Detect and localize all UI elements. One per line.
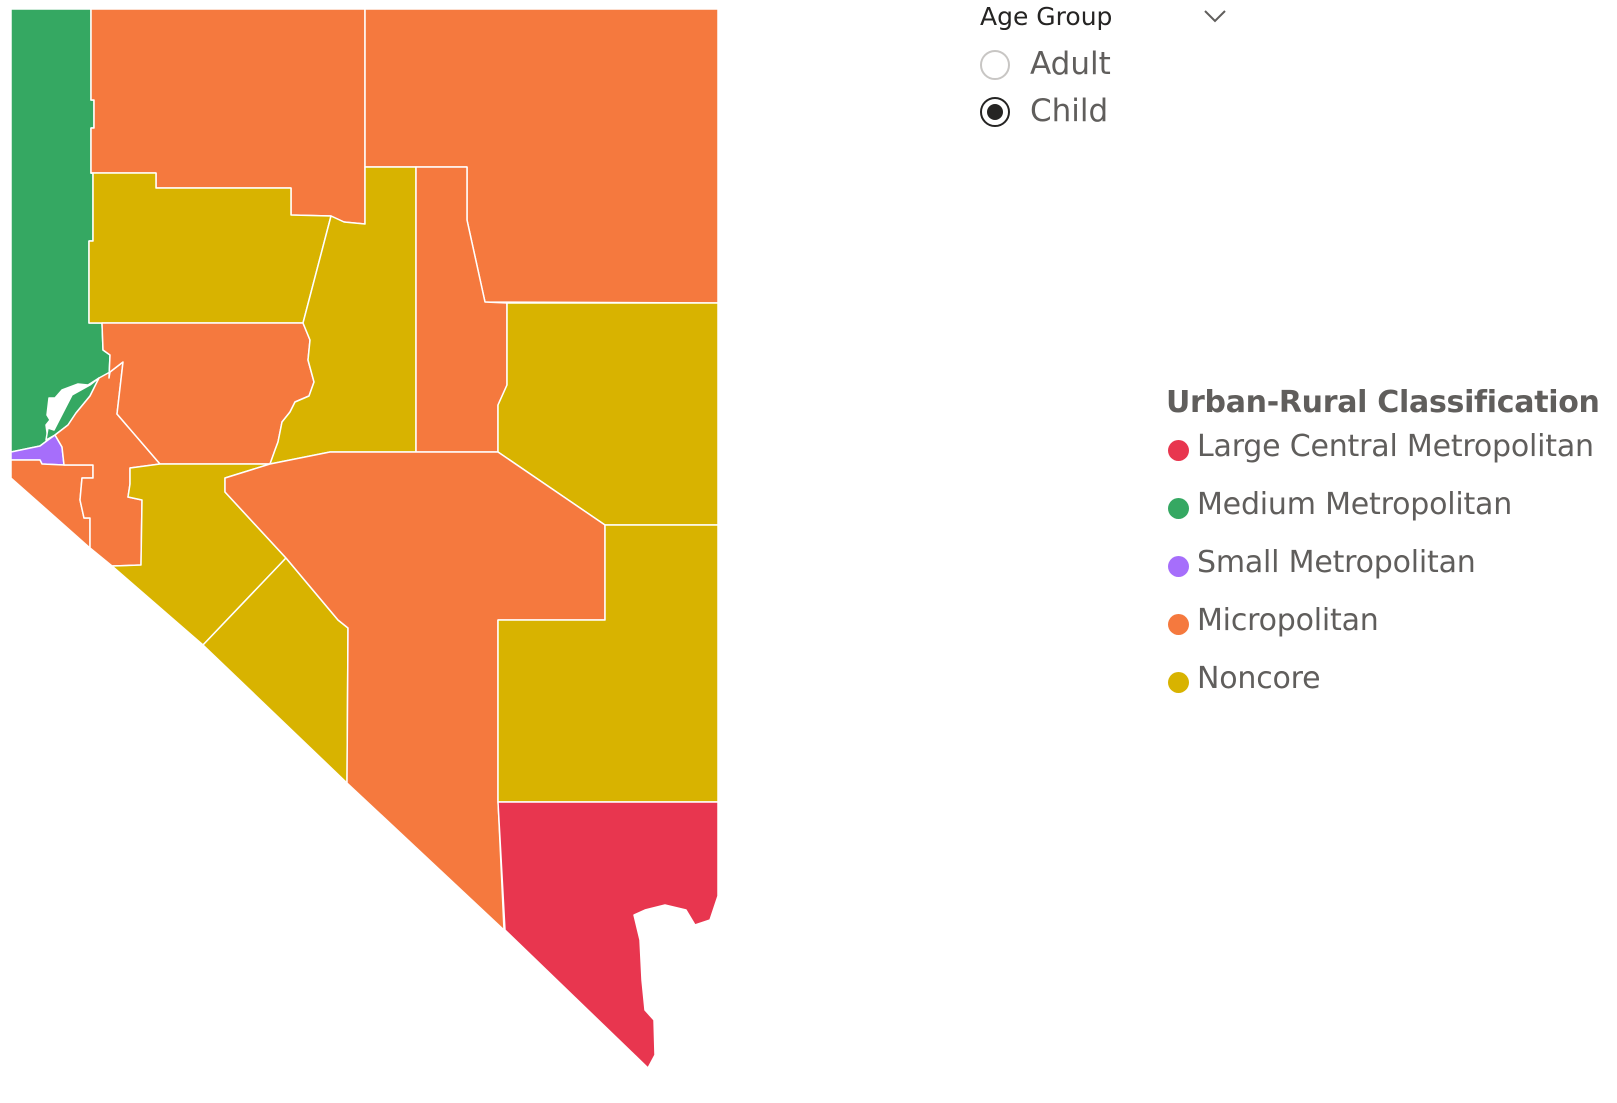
legend-item-label: Micropolitan [1197,603,1379,638]
chevron-down-icon[interactable] [1203,8,1227,24]
legend-color-dot [1168,498,1189,519]
nevada-county-map [10,8,719,1069]
legend-color-dot [1168,556,1189,577]
slicer-title: Age Group [980,2,1113,31]
radio-option-label: Child [1030,93,1109,129]
legend-color-dot [1168,440,1189,461]
legend-color-dot [1168,614,1189,635]
county-clark[interactable] [497,801,719,1069]
legend-color-dot [1168,672,1189,693]
legend-item-label: Noncore [1197,661,1321,696]
age-group-slicer: Age Group Adult Child [980,0,1250,140]
radio-button-icon[interactable] [980,50,1010,80]
radio-button-icon[interactable] [980,97,1010,127]
legend-item-label: Medium Metropolitan [1197,487,1513,522]
legend-item-label: Small Metropolitan [1197,545,1476,580]
map-legend: Urban-Rural Classification Large Central… [1166,385,1611,696]
legend-title: Urban-Rural Classification [1166,385,1600,420]
legend-item-label: Large Central Metropolitan [1197,429,1594,464]
county-lander[interactable] [269,166,417,465]
radio-option-label: Adult [1030,46,1111,82]
